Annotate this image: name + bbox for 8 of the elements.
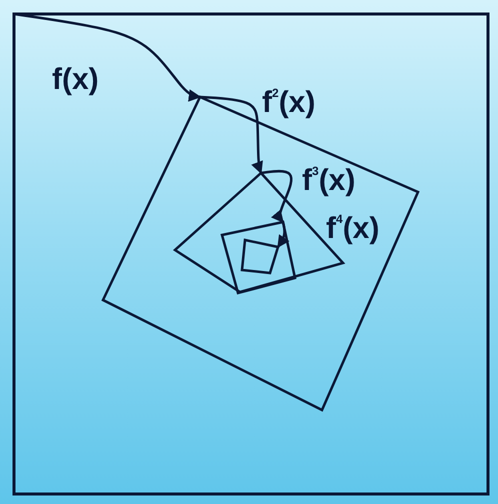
edge-label: f$^{2}$(x) [262, 88, 316, 118]
curved-arrow [200, 96, 263, 174]
edge-label: f$^{3}$(x) [302, 166, 356, 196]
curved-arrow [260, 170, 292, 223]
edge-label: f$^{4}$(x) [326, 214, 380, 244]
curved-arrow [276, 222, 290, 248]
curved-arrow [14, 12, 202, 102]
edge-label: f(x) [52, 65, 99, 95]
